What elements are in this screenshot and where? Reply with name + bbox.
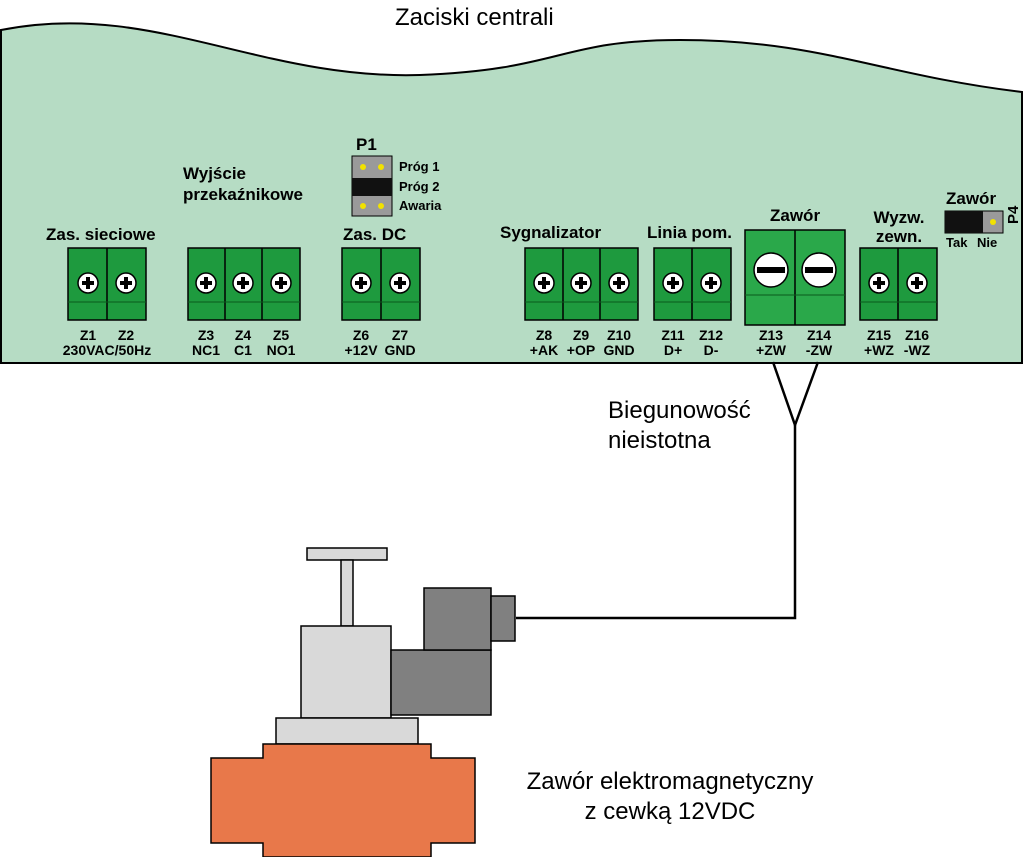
terminal-block-mains [67,247,147,321]
polarity-note-line-2: nieistotna [608,427,711,454]
terminal-signal-z7: GND [384,342,416,358]
terminal-signal-z15: +WZ [864,342,894,358]
diagram-title: Zaciski centrali [395,4,554,31]
terminal-id-z10: Z10 [606,327,632,343]
terminal-block-sensor-line [653,247,732,321]
jumper-p4[interactable] [944,210,1004,234]
group-label-valve: Zawór [770,206,821,225]
valve-caption-line-1: Zawór elektromagnetyczny [526,768,814,795]
jumper-p4-no: Nie [977,235,998,250]
valve-cable-trunk [516,425,797,620]
jumper-p1[interactable] [351,155,393,217]
terminal-signal-z13: +ZW [756,342,786,358]
group-label-external-trigger-2: zewn. [875,227,923,246]
terminal-signal-z1: 230VAC/50Hz [62,342,152,358]
terminal-signal-z11: D+ [663,342,683,358]
terminal-id-z14: Z14 [806,327,832,343]
group-label-external-trigger-1: Wyzw. [873,208,925,227]
terminal-id-z2: Z2 [117,327,135,343]
jumper-p1-label: P1 [356,135,377,154]
terminal-signal-z16: -WZ [903,342,931,358]
group-label-sensor-line: Linia pom. [647,223,732,242]
terminal-id-z1: Z1 [79,327,97,343]
terminal-id-z3: Z3 [197,327,215,343]
group-label-siren: Sygnalizator [500,223,602,242]
solenoid-valve-illustration [210,547,516,857]
group-label-mains-power: Zas. sieciowe [46,225,156,244]
terminal-signal-z8: +AK [529,342,559,358]
terminal-block-siren [524,247,639,321]
jumper-p1-option-failure: Awaria [399,198,442,213]
terminal-block-external-trigger [859,247,938,321]
group-label-valve-p4: Zawór [946,189,997,208]
terminal-signal-z10: GND [603,342,635,358]
terminal-signal-z4: C1 [234,342,252,358]
terminal-block-dc [341,247,421,321]
terminal-id-z4: Z4 [234,327,252,343]
valve-cable [771,361,820,429]
valve-caption-line-2: z cewką 12VDC [584,798,756,825]
terminal-signal-z14: -ZW [805,342,833,358]
jumper-p1-option-threshold-2: Próg 2 [399,179,440,194]
terminal-id-z16: Z16 [904,327,930,343]
group-label-relay-output-1: Wyjście [183,164,247,183]
terminal-signal-z9: +OP [566,342,596,358]
jumper-p4-label: P4 [1005,205,1022,224]
terminal-id-z15: Z15 [866,327,892,343]
terminal-signal-z3: NC1 [191,342,221,358]
terminal-signal-z6: +12V [344,342,378,358]
group-label-relay-output-2: przekaźnikowe [183,185,303,204]
terminal-block-relay [187,247,301,321]
group-label-dc-power: Zas. DC [343,225,407,244]
jumper-p1-option-threshold-1: Próg 1 [399,159,440,174]
terminal-id-z5: Z5 [272,327,290,343]
terminal-id-z8: Z8 [535,327,553,343]
terminal-signal-z5: NO1 [266,342,296,358]
terminal-signal-z12: D- [703,342,719,358]
polarity-note-line-1: Biegunowość [608,397,751,424]
terminal-id-z11: Z11 [661,327,685,343]
jumper-p4-yes: Tak [946,235,968,250]
terminal-id-z6: Z6 [352,327,370,343]
terminal-id-z12: Z12 [698,327,724,343]
terminal-id-z7: Z7 [391,327,409,343]
terminal-block-valve [744,229,846,326]
terminal-id-z13: Z13 [758,327,784,343]
terminal-id-z9: Z9 [572,327,590,343]
